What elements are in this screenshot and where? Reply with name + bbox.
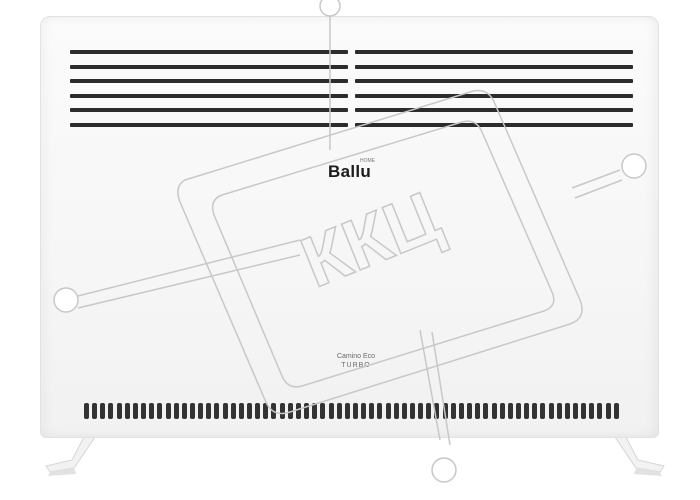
vent-slot — [475, 403, 481, 419]
model-line: Camino Eco — [336, 353, 376, 360]
vent-slot — [247, 403, 252, 419]
vent-slot — [255, 403, 261, 419]
vent-slot — [263, 403, 269, 419]
brand-logo: Ballu — [328, 162, 372, 181]
vent-slot — [450, 403, 456, 419]
vent-slot — [589, 403, 595, 419]
vent-slot — [149, 403, 155, 419]
vent-slot — [540, 403, 546, 419]
grille-slat — [355, 108, 633, 112]
grille-slat — [355, 50, 633, 54]
vent-slot — [132, 403, 138, 419]
vent-slot — [499, 403, 505, 419]
vent-slot — [507, 403, 513, 419]
vent-slot — [312, 403, 318, 419]
grille-slat — [70, 64, 348, 69]
top-grille-left — [70, 50, 348, 128]
model-variant: TURBO — [341, 362, 371, 369]
vent-slot — [279, 403, 285, 419]
vent-slot — [369, 403, 375, 419]
vent-slot — [434, 403, 440, 419]
vent-slot — [597, 403, 603, 419]
vent-slot — [222, 403, 228, 419]
vent-slot — [336, 403, 342, 419]
vent-slot — [198, 403, 204, 419]
vent-slot — [304, 403, 310, 419]
grille-slat — [70, 122, 348, 127]
vent-slot — [206, 403, 212, 419]
vent-slot — [426, 403, 432, 419]
vent-slot — [320, 403, 326, 419]
vent-slot — [361, 403, 367, 419]
grille-slat — [70, 50, 348, 54]
vent-slot — [556, 403, 562, 419]
vent-slot — [613, 403, 619, 419]
vent-slot — [214, 403, 220, 419]
vent-slot — [385, 403, 391, 419]
vent-slot — [84, 403, 89, 419]
vent-slot — [564, 403, 570, 419]
vent-slot — [181, 403, 187, 419]
vent-slot — [230, 403, 236, 419]
brand-logo-superscript: HOME — [360, 158, 375, 164]
top-grille-right — [355, 50, 633, 128]
vent-slot — [92, 403, 98, 419]
vent-slot — [515, 403, 521, 419]
vent-slot — [116, 403, 122, 419]
vent-slot — [328, 403, 334, 419]
vent-slot — [548, 403, 554, 419]
grille-slat — [70, 79, 348, 83]
vent-slot — [173, 403, 179, 419]
vent-slot — [442, 403, 448, 419]
vent-slot — [100, 403, 106, 419]
vent-slot — [124, 403, 130, 419]
vent-slot — [491, 403, 497, 419]
vent-slot — [377, 403, 383, 419]
grille-slat — [355, 122, 633, 127]
vent-slot — [189, 403, 195, 419]
vent-slot — [352, 403, 358, 419]
vent-slot — [238, 403, 244, 419]
bottom-vent — [84, 403, 619, 419]
vent-slot — [483, 403, 489, 419]
vent-slot — [344, 403, 350, 419]
vent-slot — [410, 403, 415, 419]
vent-slot — [458, 403, 464, 419]
vent-slot — [524, 403, 530, 419]
vent-slot — [581, 403, 587, 419]
vent-slot — [271, 403, 277, 419]
vent-slot — [393, 403, 399, 419]
vent-slot — [605, 403, 611, 419]
vent-slot — [401, 403, 407, 419]
vent-slot — [418, 403, 424, 419]
vent-slot — [108, 403, 114, 419]
grille-slat — [70, 108, 348, 112]
vent-slot — [295, 403, 301, 419]
grille-slat — [355, 79, 633, 83]
model-label: Camino Eco TURBO — [326, 352, 386, 370]
vent-slot — [165, 403, 171, 419]
vent-slot — [157, 403, 163, 419]
grille-slat — [355, 93, 633, 98]
grille-slat — [70, 93, 348, 98]
vent-slot — [141, 403, 147, 419]
grille-slat — [355, 64, 633, 69]
vent-slot — [467, 403, 473, 419]
vent-slot — [573, 403, 578, 419]
vent-slot — [287, 403, 293, 419]
vent-slot — [532, 403, 538, 419]
